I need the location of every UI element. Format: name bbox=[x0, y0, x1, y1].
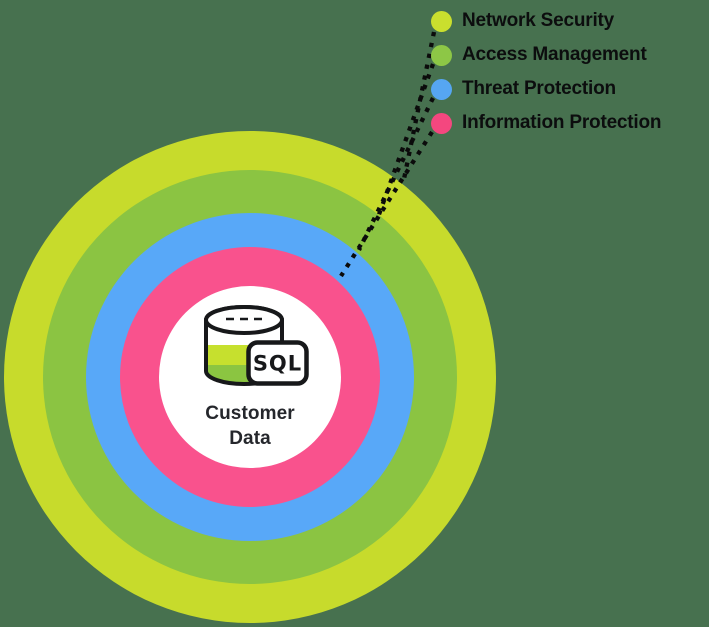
center-label: Customer Data bbox=[150, 401, 350, 451]
legend-label-threat-protection: Threat Protection bbox=[462, 78, 616, 99]
legend-label-access-management: Access Management bbox=[462, 44, 647, 65]
legend-dot-threat-protection bbox=[431, 78, 452, 100]
sql-database-icon: SQL bbox=[204, 305, 309, 386]
legend-item-information-protection: Information Protection bbox=[431, 112, 662, 134]
center-label-line1: Customer bbox=[205, 403, 295, 424]
callout-line-network-security bbox=[401, 31, 437, 180]
legend-item-threat-protection: Threat Protection bbox=[431, 78, 616, 100]
legend-dot-network-security bbox=[431, 10, 452, 32]
legend-item-access-management: Access Management bbox=[431, 44, 647, 66]
legend-dot-access-management bbox=[431, 44, 452, 66]
sql-badge bbox=[246, 340, 309, 386]
sql-badge-text: SQL bbox=[253, 352, 302, 376]
legend-item-network-security: Network Security bbox=[431, 10, 614, 32]
legend-label-network-security: Network Security bbox=[462, 10, 615, 31]
center-label-line2: Data bbox=[229, 428, 271, 449]
legend-dot-information-protection bbox=[431, 112, 452, 134]
legend-label-information-protection: Information Protection bbox=[462, 112, 662, 133]
legend: Network Security Access Management Threa… bbox=[0, 0, 709, 145]
